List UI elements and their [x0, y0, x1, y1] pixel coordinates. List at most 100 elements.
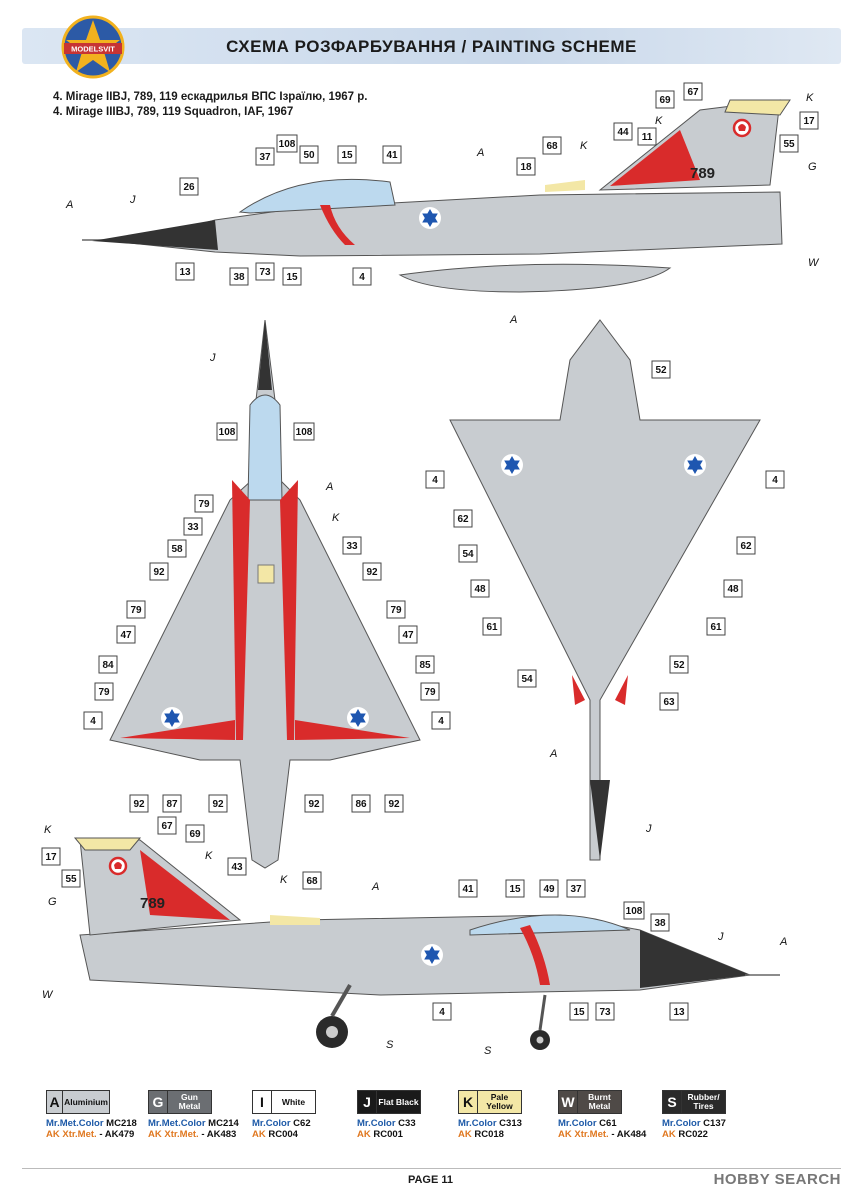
svg-text:17: 17	[45, 852, 57, 863]
mr-code: MC218	[106, 1118, 137, 1129]
svg-text:92: 92	[308, 799, 320, 810]
callout-box: 86	[351, 794, 371, 813]
ak-color-code: AK RC018	[458, 1129, 522, 1140]
paint-ref: A	[779, 936, 787, 948]
svg-text:108: 108	[626, 906, 643, 917]
svg-text:4: 4	[438, 716, 444, 727]
callout-box: 38	[229, 267, 249, 286]
mr-color-code: Mr.Color C62	[252, 1118, 316, 1129]
svg-text:15: 15	[341, 150, 353, 161]
callout-box: 61	[482, 617, 502, 636]
top-view	[109, 319, 421, 869]
callout-box: 108	[216, 422, 238, 441]
svg-text:4: 4	[359, 272, 365, 283]
callout-box: 11	[637, 127, 657, 146]
page-title: СХЕМА РОЗФАРБУВАННЯ / PAINTING SCHEME	[226, 37, 637, 56]
callout-box: 68	[542, 136, 562, 155]
paint-ref: J	[209, 352, 216, 364]
svg-text:67: 67	[687, 87, 699, 98]
callout-box: 15	[505, 879, 525, 898]
svg-text:54: 54	[521, 674, 533, 685]
paint-ref: K	[806, 92, 814, 104]
color-name: Flat Black	[377, 1091, 420, 1113]
callout-box: 87	[162, 794, 182, 813]
callout-box: 108	[293, 422, 315, 441]
callout-box: 68	[302, 871, 322, 890]
mr-code: C61	[599, 1118, 617, 1129]
svg-text:87: 87	[166, 799, 178, 810]
svg-text:108: 108	[219, 427, 236, 438]
paint-ref: S	[484, 1045, 492, 1057]
callout-box: 67	[157, 816, 177, 835]
callout-box: 48	[470, 579, 490, 598]
ak-label: AK Xtr.Met.	[148, 1129, 202, 1140]
modelsvit-logo: MODELSVIT	[61, 15, 125, 79]
svg-text:4: 4	[90, 716, 96, 727]
ak-label: AK Xtr.Met.	[46, 1129, 100, 1140]
callout-box: 67	[683, 82, 703, 101]
svg-text:61: 61	[486, 622, 498, 633]
callout-box: 55	[779, 134, 799, 153]
svg-text:15: 15	[509, 884, 521, 895]
callout-box: 92	[304, 794, 324, 813]
svg-text:33: 33	[187, 522, 199, 533]
paint-ref: W	[42, 989, 54, 1001]
svg-text:18: 18	[520, 162, 532, 173]
tail-number: 789	[690, 165, 715, 182]
paint-ref: A	[549, 748, 557, 760]
callout-box: 48	[723, 579, 743, 598]
callout-box: 18	[516, 157, 536, 176]
callout-box: 92	[149, 562, 169, 581]
mr-code: C137	[703, 1118, 726, 1129]
callout-box: 47	[398, 625, 418, 644]
svg-text:48: 48	[727, 584, 739, 595]
color-name: Gun Metal	[168, 1091, 211, 1113]
svg-text:43: 43	[231, 862, 243, 873]
svg-text:58: 58	[171, 544, 183, 555]
paint-ref: K	[205, 850, 213, 862]
paint-ref: K	[44, 824, 52, 836]
svg-text:11: 11	[642, 132, 653, 143]
bottom-view	[449, 319, 761, 861]
svg-text:38: 38	[654, 918, 666, 929]
svg-text:84: 84	[102, 660, 114, 671]
svg-text:37: 37	[259, 152, 271, 163]
callout-box: 4	[765, 470, 785, 489]
paint-ref: A	[371, 881, 379, 893]
svg-text:48: 48	[474, 584, 486, 595]
svg-text:62: 62	[457, 514, 469, 525]
mr-code: MC214	[208, 1118, 239, 1129]
side-view-right: 789	[73, 837, 780, 1050]
callout-box: 61	[706, 617, 726, 636]
ak-color-code: AK RC001	[357, 1129, 421, 1140]
svg-text:26: 26	[183, 182, 195, 193]
callout-box: 63	[659, 692, 679, 711]
watermark: HOBBY SEARCH	[713, 1171, 841, 1188]
mr-label: Mr.Color	[662, 1118, 704, 1129]
callout-box: 17	[799, 111, 819, 130]
ak-color-code: AK Xtr.Met. - AK484	[558, 1129, 646, 1140]
svg-text:79: 79	[130, 605, 142, 616]
svg-text:54: 54	[462, 549, 474, 560]
callout-box: 13	[175, 262, 195, 281]
callout-box: 4	[352, 267, 372, 286]
svg-text:63: 63	[663, 697, 675, 708]
tail-number-right: 789	[140, 895, 165, 912]
svg-text:52: 52	[655, 365, 667, 376]
paint-ref: J	[717, 931, 724, 943]
side-view-left: 789	[82, 99, 791, 293]
svg-text:92: 92	[366, 567, 378, 578]
paint-ref: K	[280, 874, 288, 886]
mr-label: Mr.Color	[357, 1118, 399, 1129]
mr-color-code: Mr.Color C313	[458, 1118, 522, 1129]
svg-text:92: 92	[212, 799, 224, 810]
color-name: White	[272, 1091, 315, 1113]
svg-text:41: 41	[462, 884, 474, 895]
svg-text:67: 67	[161, 821, 173, 832]
